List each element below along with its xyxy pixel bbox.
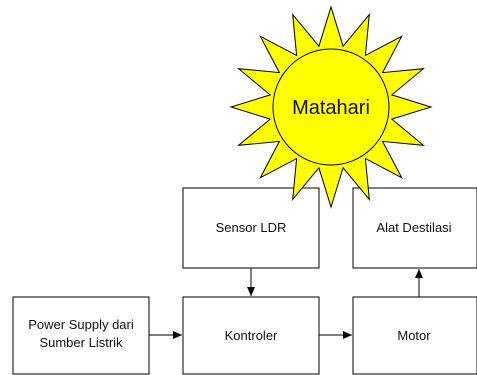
sensor-ldr-label: Sensor LDR xyxy=(216,220,287,235)
sun-icon xyxy=(272,48,390,166)
power-supply-block xyxy=(12,296,150,375)
kontroler-block xyxy=(182,296,320,375)
sensor-ldr-block xyxy=(182,187,320,269)
power-supply-label-line1: Power Supply dari xyxy=(28,317,134,332)
alat-destilasi-block xyxy=(352,187,477,269)
power-supply-label-line2: Sumber Listrik xyxy=(39,335,123,350)
motor-label: Motor xyxy=(397,328,431,343)
alat-destilasi-label: Alat Destilasi xyxy=(376,220,451,235)
sun-label: Matahari xyxy=(292,97,370,119)
kontroler-label: Kontroler xyxy=(225,328,278,343)
motor-block xyxy=(352,296,477,375)
